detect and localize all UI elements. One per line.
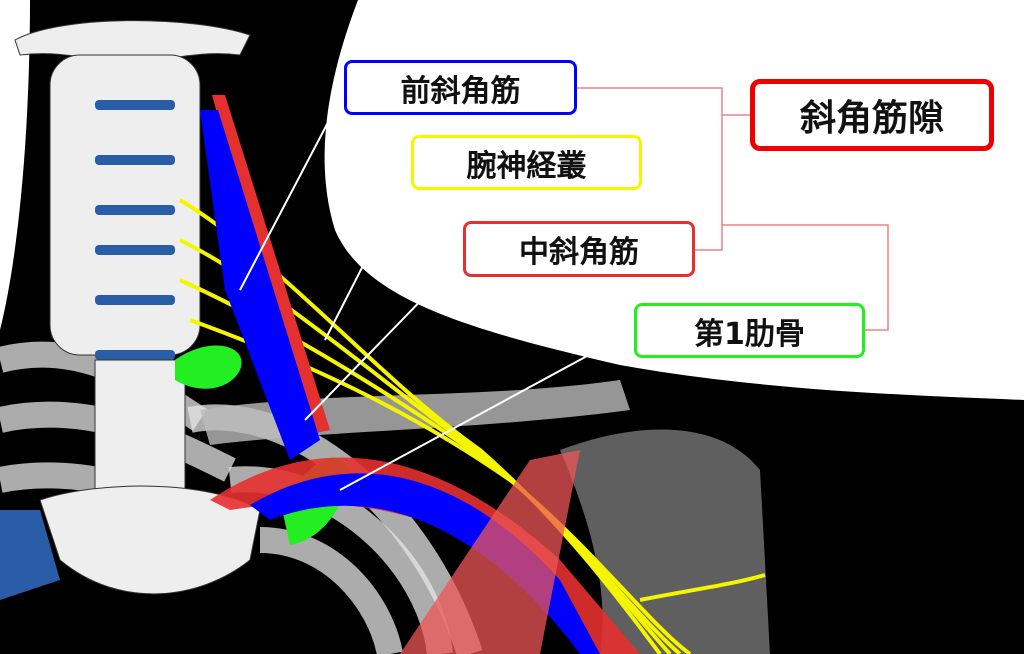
leader-lines bbox=[239, 89, 636, 491]
label-middle-scalene: 中斜角筋 bbox=[463, 221, 695, 277]
label-anterior-scalene: 前斜角筋 bbox=[344, 60, 577, 115]
middle-scalene-muscle bbox=[212, 95, 330, 435]
label-scalene-gap: 斜角筋隙 bbox=[750, 79, 994, 151]
cervical-spine bbox=[0, 20, 261, 600]
scalene-gap-bracket bbox=[577, 87, 889, 331]
pectoralis-minor bbox=[400, 450, 580, 654]
label-brachial-plexus: 腕神経叢 bbox=[411, 135, 642, 190]
humerus bbox=[560, 429, 770, 654]
label-first-rib: 第1肋骨 bbox=[634, 303, 865, 358]
anterior-scalene-muscle bbox=[200, 110, 320, 460]
